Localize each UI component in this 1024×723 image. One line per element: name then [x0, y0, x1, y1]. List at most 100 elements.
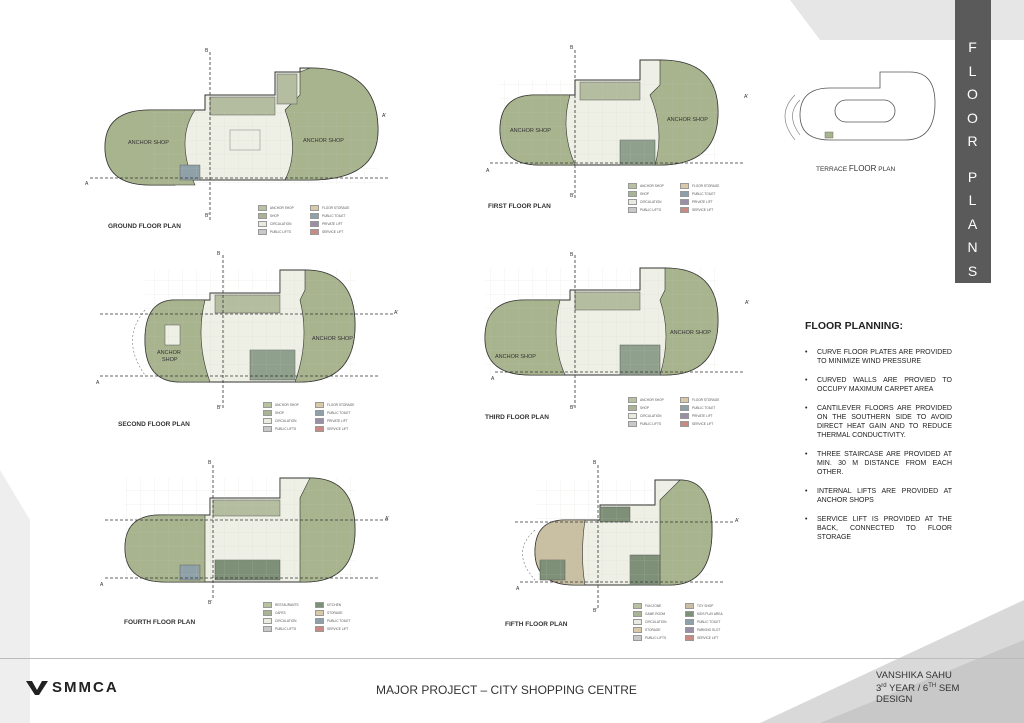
terrace-floor-plan-title: TERRACE FLOOR PLAN: [816, 164, 896, 173]
legend-item: FLOOR STORAGE: [680, 397, 719, 403]
legend-item: FLOOR STORAGE: [310, 205, 349, 211]
legend-item: SERVICE LIFT: [680, 207, 713, 213]
legend-swatch: [633, 619, 642, 625]
legend-swatch: [685, 619, 694, 625]
legend-swatch: [628, 405, 637, 411]
legend-swatch: [258, 213, 267, 219]
legend-label: ANCHOR SHOP: [270, 206, 294, 210]
legend-item: STORAGE: [315, 610, 343, 616]
legend-item: PUBLIC LIFTS: [633, 635, 666, 641]
legend-label: SERVICE LIFT: [327, 627, 349, 631]
legend-label: PUBLIC LIFTS: [275, 627, 297, 631]
section-mark: A: [96, 380, 100, 386]
legend-label: PUBLIC LIFTS: [640, 422, 662, 426]
legend-swatch: [628, 183, 637, 189]
footer-divider: [0, 658, 1024, 659]
legend-label: CIRCULATION: [275, 619, 297, 623]
legend-swatch: [258, 229, 267, 235]
legend-label: FUN ZONE: [645, 604, 662, 608]
section-mark: B: [217, 251, 221, 257]
room-label: ANCHOR: [157, 350, 181, 356]
note-item: CURVE FLOOR PLATES ARE PROVIDED TO MINIM…: [805, 348, 952, 366]
legend-label: STORAGE: [645, 628, 661, 632]
title-letter: S: [967, 262, 979, 279]
legend-swatch: [633, 635, 642, 641]
legend-label: STORAGE: [327, 611, 343, 615]
section-mark: B': [593, 608, 598, 614]
legend-swatch: [263, 618, 272, 624]
notes-heading: FLOOR PLANNING:: [805, 320, 903, 332]
legend-item: SERVICE LIFT: [315, 626, 348, 632]
legend-label: PRIVATE LIFT: [692, 200, 713, 204]
legend-label: CIRCULATION: [640, 200, 662, 204]
note-item: INTERNAL LIFTS ARE PROVIDED AT ANCHOR SH…: [805, 487, 952, 505]
section-mark: A': [735, 518, 740, 524]
room-label: ANCHOR SHOP: [495, 354, 536, 360]
note-item: CANTILEVER FLOORS ARE PROVIDED ON THE SO…: [805, 404, 952, 440]
legend-label: SERVICE LIFT: [692, 422, 714, 426]
room-label: ANCHOR SHOP: [312, 336, 353, 342]
legend-item: CAFES: [263, 610, 286, 616]
legend-label: FLOOR STORAGE: [692, 398, 720, 402]
legend-label: CIRCULATION: [275, 419, 297, 423]
section-mark: A: [516, 586, 520, 592]
year-semester: 3rd YEAR / 6TH SEM: [876, 683, 960, 695]
legend-swatch: [315, 402, 324, 408]
section-mark: B: [593, 460, 597, 466]
legend-label: GAME ROOM: [645, 612, 666, 616]
legend-swatch: [310, 229, 319, 235]
legend-item: STORAGE: [633, 627, 661, 633]
legend-item: PUBLIC TOILET: [315, 410, 350, 416]
legend-item: TOY SHOP: [685, 603, 713, 609]
legend-swatch: [315, 618, 324, 624]
legend-item: PUBLIC TOILET: [310, 213, 345, 219]
legend-item: SERVICE LIFT: [310, 229, 343, 235]
legend-item: CIRCULATION: [628, 413, 661, 419]
legend-swatch: [628, 413, 637, 419]
fourth-floor-plan-title: FOURTH FLOOR PLAN: [124, 619, 196, 626]
legend-swatch: [315, 418, 324, 424]
logo-mark-icon: [26, 680, 48, 695]
room-label: ANCHOR SHOP: [667, 117, 708, 123]
legend-label: SHOP: [275, 411, 285, 415]
legend-label: CAFES: [275, 611, 286, 615]
legend-label: PUBLIC TOILET: [327, 619, 351, 623]
legend-swatch: [685, 611, 694, 617]
legend-item: CIRCULATION: [258, 221, 291, 227]
legend-swatch: [680, 421, 689, 427]
section-mark: A: [491, 376, 495, 382]
title-letter: F: [968, 39, 978, 55]
legend-swatch: [315, 410, 324, 416]
legend-item: SERVICE LIFT: [685, 635, 718, 641]
legend-item: CIRCULATION: [628, 199, 661, 205]
legend-swatch: [628, 199, 637, 205]
note-item: CURVED WALLS ARE PROVIED TO OCCUPY MAXIM…: [805, 376, 952, 394]
legend-swatch: [685, 627, 694, 633]
legend-label: CIRCULATION: [640, 414, 662, 418]
section-mark: A': [744, 94, 749, 100]
section-mark: A': [745, 300, 750, 306]
legend-item: SHOP: [263, 410, 284, 416]
room-label: ANCHOR SHOP: [303, 138, 344, 144]
section-mark: B: [570, 45, 574, 51]
legend-swatch: [258, 221, 267, 227]
legend-swatch: [680, 199, 689, 205]
legend-label: CIRCULATION: [645, 620, 667, 624]
legend-item: PARKING SLOT: [685, 627, 720, 633]
legend-label: FLOOR STORAGE: [327, 403, 355, 407]
legend-label: PUBLIC TOILET: [327, 411, 351, 415]
legend-item: FLOOR STORAGE: [315, 402, 354, 408]
legend-swatch: [628, 207, 637, 213]
title-letter: N: [967, 239, 979, 255]
legend-label: ANCHOR SHOP: [640, 398, 664, 402]
legend-label: PUBLIC TOILET: [697, 620, 721, 624]
project-title: MAJOR PROJECT – CITY SHOPPING CENTRE: [376, 683, 637, 697]
section-mark: B': [570, 405, 575, 411]
legend-item: SERVICE LIFT: [315, 426, 348, 432]
legend-swatch: [680, 397, 689, 403]
